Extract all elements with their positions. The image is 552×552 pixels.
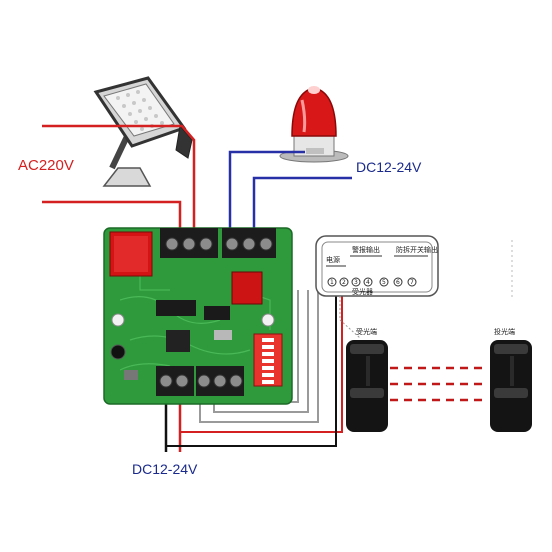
receiver-label: 受光端 bbox=[356, 327, 377, 336]
flood-light-icon bbox=[93, 76, 193, 187]
ac-wire-upper bbox=[42, 124, 196, 230]
warning-beacon-icon bbox=[279, 86, 349, 163]
emitter-label: 投光端 bbox=[494, 327, 515, 336]
connector-label-receiver: 受光器 bbox=[352, 287, 373, 296]
connector-label-tamper: 防拆开关输出 bbox=[396, 245, 438, 254]
infrared-beams bbox=[390, 366, 488, 402]
emitter-sensor bbox=[490, 340, 532, 432]
connector-label-power: 电源 bbox=[326, 255, 340, 264]
connector-box: 警报输出 防拆开关输出 电源 1 2 3 4 5 6 7 受光器 bbox=[315, 235, 439, 339]
terminal-number: 4 bbox=[366, 279, 370, 286]
controller-board bbox=[103, 227, 293, 405]
terminal-number: 1 bbox=[330, 279, 334, 286]
dc-top-label: DC12-24V bbox=[356, 159, 422, 175]
terminal-number: 7 bbox=[410, 279, 414, 286]
dc-wire-second bbox=[252, 176, 352, 230]
terminal-number: 6 bbox=[396, 279, 400, 286]
terminal-number: 5 bbox=[382, 279, 386, 286]
terminal-number: 3 bbox=[354, 279, 358, 286]
receiver-sensor bbox=[346, 340, 388, 432]
ac-wire-lower bbox=[42, 200, 182, 230]
terminal-number: 2 bbox=[342, 279, 346, 286]
ac-power-label: AC220V bbox=[18, 157, 74, 174]
dc-wire-top bbox=[228, 150, 305, 230]
dc-bottom-label: DC12-24V bbox=[132, 461, 198, 477]
connector-label-alarm: 警报输出 bbox=[352, 245, 380, 254]
